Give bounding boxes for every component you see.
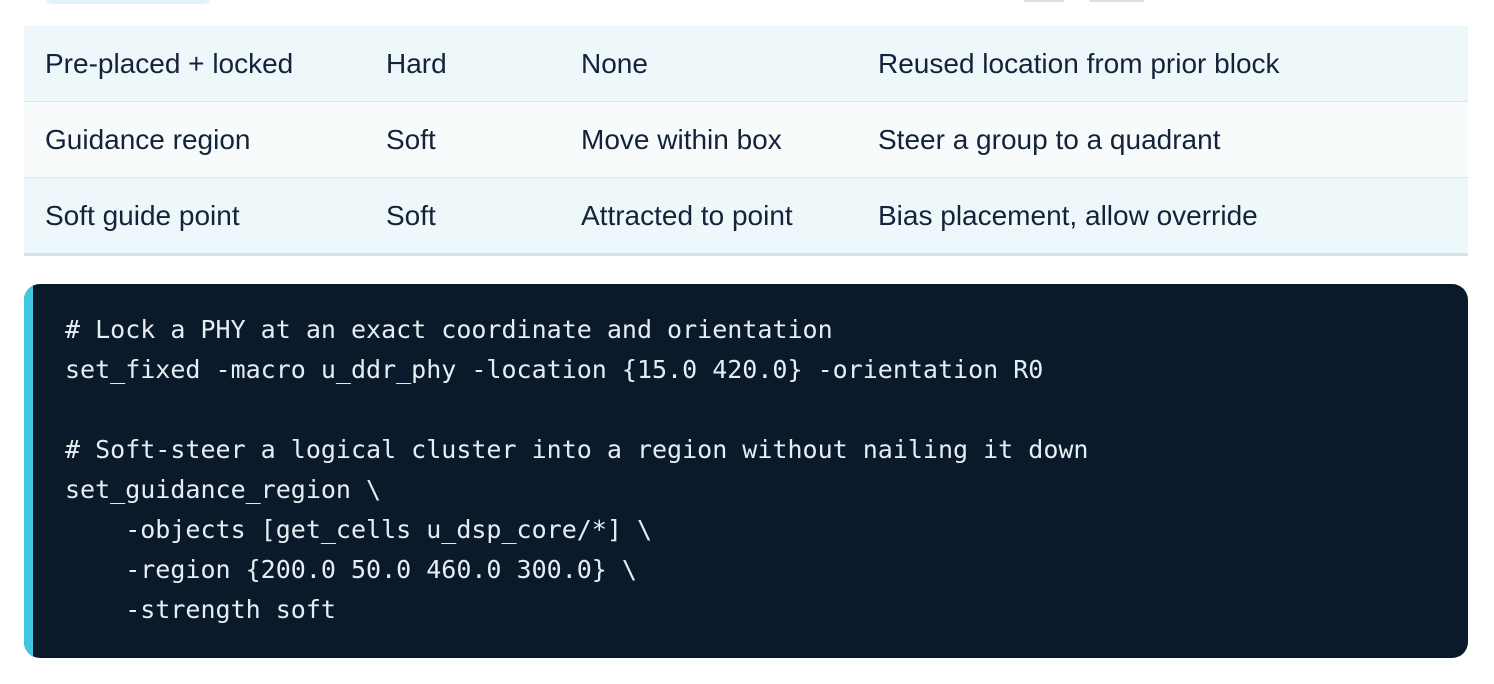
- strength-cell: Hard: [386, 48, 447, 79]
- code-block[interactable]: # Lock a PHY at an exact coordinate and …: [24, 284, 1468, 658]
- code-block-accent-bar: [24, 284, 33, 658]
- code-comment-line: # Lock a PHY at an exact coordinate and …: [65, 315, 833, 344]
- constraint-type-cell: Soft guide point: [45, 200, 240, 231]
- freedom-cell: Attracted to point: [581, 200, 793, 231]
- code-line: -objects [get_cells u_dsp_core/*] \: [65, 515, 652, 544]
- table-row: Guidance region Soft Move within box Ste…: [24, 102, 1468, 178]
- code-line: -region {200.0 50.0 460.0 300.0} \: [65, 555, 637, 584]
- strength-cell: Soft: [386, 124, 436, 155]
- constraint-type-cell: Pre-placed + locked: [45, 48, 294, 79]
- cropped-text-fragment: [1089, 0, 1144, 2]
- table-row: Pre-placed + locked Hard None Reused loc…: [24, 26, 1468, 102]
- previous-table-row-cropped: [24, 0, 1468, 28]
- use-case-cell: Steer a group to a quadrant: [878, 124, 1221, 155]
- code-line: set_fixed -macro u_ddr_phy -location {15…: [65, 355, 1044, 384]
- placement-constraints-table: Pre-placed + locked Hard None Reused loc…: [24, 26, 1468, 256]
- cropped-inline-code-chip: [46, 0, 210, 4]
- table-row: Soft guide point Soft Attracted to point…: [24, 178, 1468, 253]
- code-line: -strength soft: [65, 595, 336, 624]
- freedom-cell: None: [581, 48, 648, 79]
- code-content[interactable]: # Lock a PHY at an exact coordinate and …: [65, 310, 1089, 630]
- constraint-type-cell: Guidance region: [45, 124, 251, 155]
- use-case-cell: Reused location from prior block: [878, 48, 1280, 79]
- strength-cell: Soft: [386, 200, 436, 231]
- code-comment-line: # Soft-steer a logical cluster into a re…: [65, 435, 1089, 464]
- code-blank-line: [65, 390, 1089, 430]
- use-case-cell: Bias placement, allow override: [878, 200, 1258, 231]
- freedom-cell: Move within box: [581, 124, 782, 155]
- cropped-text-fragment: [1024, 0, 1064, 2]
- code-line: set_guidance_region \: [65, 475, 382, 504]
